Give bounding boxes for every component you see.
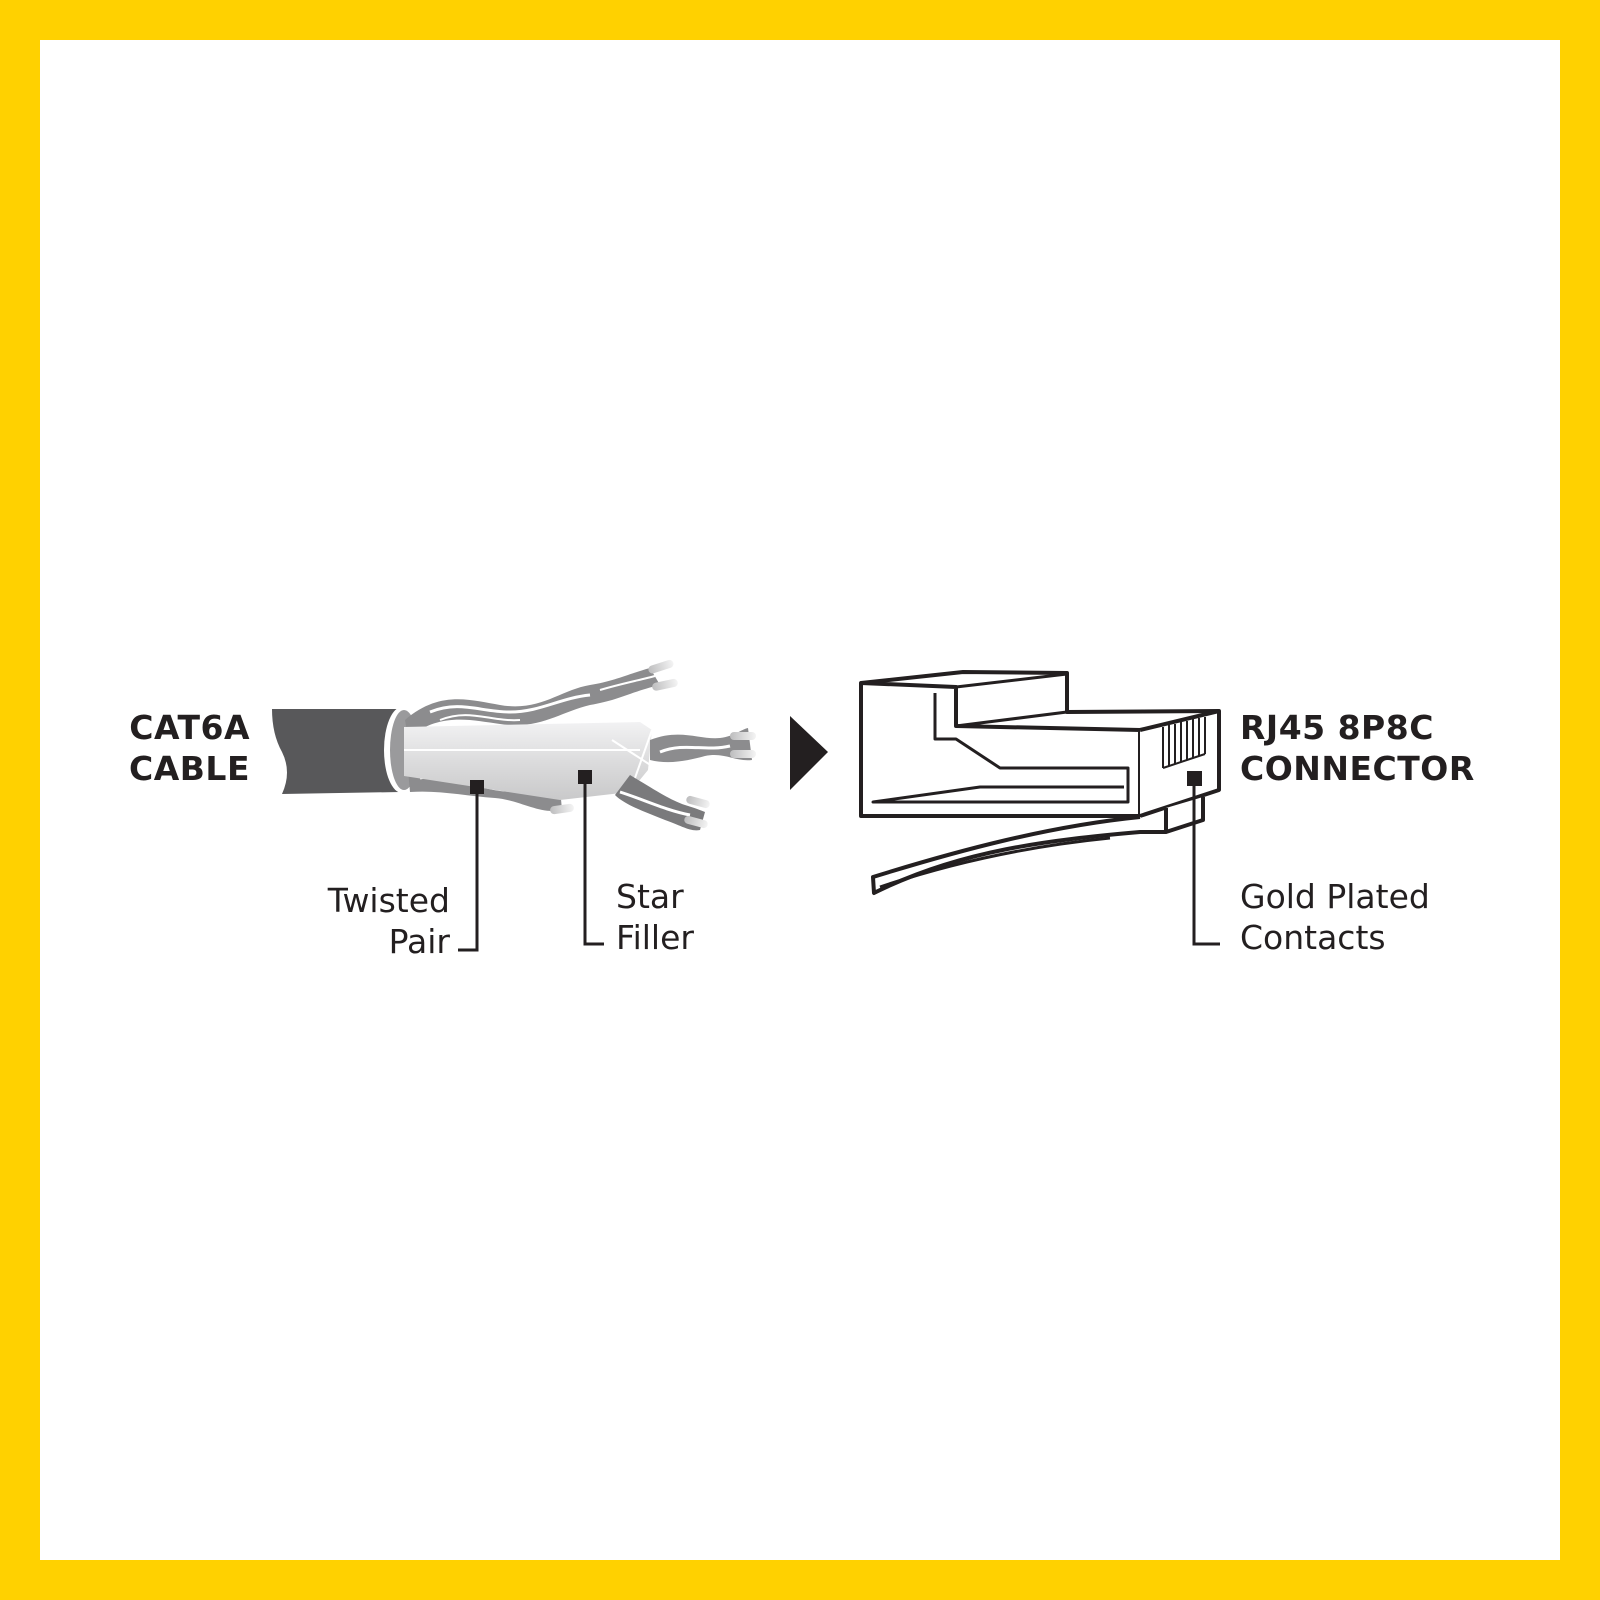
gold-contacts-label-line1: Gold Plated bbox=[1240, 877, 1430, 916]
connector-title-line1: RJ45 8P8C bbox=[1240, 708, 1434, 747]
connector-title: RJ45 8P8C CONNECTOR bbox=[1240, 707, 1475, 789]
twisted-pair-label: Twisted Pair bbox=[290, 880, 450, 962]
contact-slots bbox=[1162, 717, 1206, 769]
triangle-right-arrow-icon bbox=[790, 716, 828, 790]
connector-title-line2: CONNECTOR bbox=[1240, 749, 1475, 788]
diagram-canvas bbox=[40, 40, 1560, 1560]
star-filler-label-line1: Star bbox=[616, 877, 684, 916]
twisted-pair-leader bbox=[458, 780, 484, 952]
cable-jacket bbox=[272, 709, 400, 794]
gold-contacts-label: Gold Plated Contacts bbox=[1240, 876, 1430, 958]
twisted-pair-label-line2: Pair bbox=[388, 922, 450, 961]
cable-title-line2: CABLE bbox=[129, 749, 250, 788]
twisted-pair-label-line1: Twisted bbox=[327, 881, 450, 920]
gold-contacts-label-line2: Contacts bbox=[1240, 918, 1386, 957]
cable-title-line1: CAT6A bbox=[129, 708, 250, 747]
star-filler-label: Star Filler bbox=[616, 876, 694, 958]
rj45-connector-illustration bbox=[859, 670, 1221, 895]
star-filler-label-line2: Filler bbox=[616, 918, 694, 957]
cable-title: CAT6A CABLE bbox=[126, 707, 250, 789]
twisted-pair-right bbox=[650, 728, 756, 763]
star-filler-leader bbox=[578, 770, 604, 946]
twisted-pair-top bbox=[405, 659, 678, 738]
cat6a-cable-illustration bbox=[272, 659, 756, 831]
twisted-pair-lower-right bbox=[615, 775, 710, 831]
gold-contacts-leader bbox=[1187, 771, 1220, 946]
